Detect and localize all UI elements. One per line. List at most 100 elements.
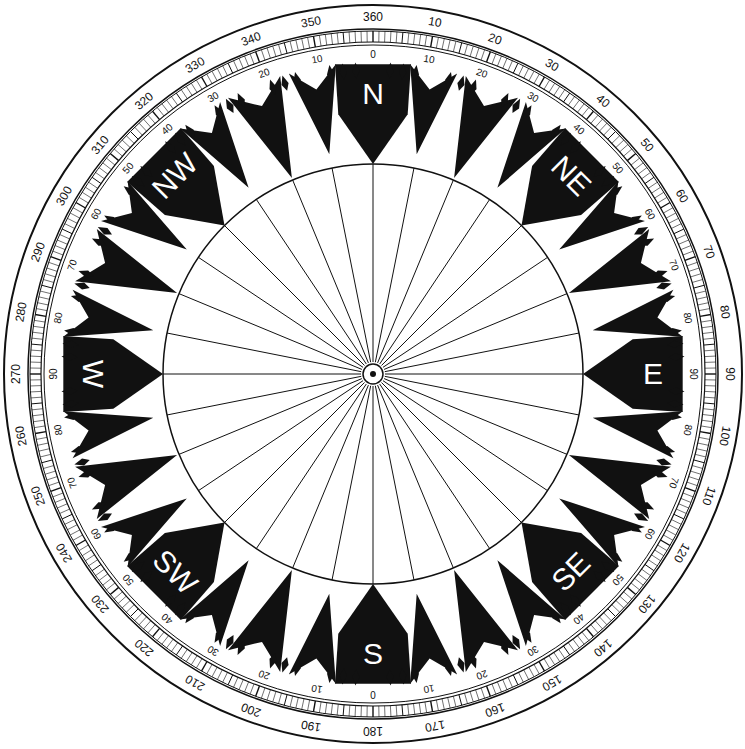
flame-mark — [294, 72, 301, 88]
quadrant-number: 80 — [52, 423, 65, 436]
rhumb-line — [225, 382, 365, 522]
degree-tick — [207, 74, 212, 84]
degree-tick — [448, 40, 450, 51]
flame-mark — [669, 387, 685, 394]
degree-tick — [704, 344, 715, 346]
degree-tick — [331, 34, 332, 45]
degree-tick — [696, 297, 707, 299]
degree-tick — [361, 706, 362, 717]
degree-tick — [36, 309, 47, 311]
degree-tick — [30, 385, 41, 386]
flame-mark — [457, 75, 464, 90]
degree-tick — [425, 35, 427, 46]
cardinal-point — [335, 64, 411, 164]
degree-tick — [106, 158, 115, 165]
quadrant-number: 20 — [475, 66, 489, 80]
flame-mark — [666, 413, 682, 420]
degree-tick — [549, 83, 555, 92]
degree-tick — [620, 144, 628, 151]
degree-tick — [35, 314, 46, 316]
flame-mark — [79, 471, 94, 478]
degree-tick — [57, 504, 67, 508]
flame-mark — [92, 502, 106, 509]
rhumb-line — [293, 180, 369, 363]
degree-tick — [284, 695, 287, 706]
degree-tick — [436, 37, 438, 48]
flame-mark — [594, 571, 606, 582]
degree-tick — [700, 432, 711, 434]
degree-tick — [705, 379, 716, 380]
degree-tick — [33, 326, 44, 328]
degree-tick — [704, 350, 715, 352]
degree-tick — [30, 362, 41, 363]
degree-tick — [401, 32, 403, 43]
rhumb-line — [167, 376, 361, 415]
degree-tick — [631, 158, 640, 165]
quadrant-number: 20 — [256, 66, 270, 80]
degree-tick — [683, 493, 693, 497]
degree-tick — [67, 218, 77, 223]
degree-tick — [308, 700, 310, 711]
rhumb-line — [256, 384, 366, 549]
quadrant-number: 30 — [525, 644, 540, 659]
flame-mark — [610, 552, 623, 562]
flame-mark — [523, 105, 531, 119]
degree-tick — [313, 701, 315, 712]
degree-tick — [591, 625, 598, 633]
degree-tick — [544, 80, 550, 89]
degree-tick — [681, 498, 691, 502]
rhumb-line — [385, 376, 579, 415]
degree-tick — [290, 696, 293, 707]
degree-tick — [99, 574, 108, 581]
degree-tick — [529, 667, 534, 677]
degree-tick — [616, 600, 624, 608]
degree-tick — [60, 509, 70, 513]
cardinal-letter: E — [643, 357, 663, 391]
degree-tick — [39, 297, 50, 299]
quadrant-number: 90 — [48, 368, 59, 379]
flame-mark — [640, 502, 654, 509]
degree-tick — [595, 621, 602, 629]
rhumb-line — [384, 294, 567, 370]
flame-mark — [501, 93, 508, 107]
degree-tick — [76, 203, 86, 209]
quadrant-number: 20 — [475, 668, 489, 682]
degree-tick — [453, 41, 456, 52]
degree-tick — [492, 684, 496, 694]
degree-tick — [635, 578, 644, 585]
quadrant-number: 30 — [205, 89, 220, 104]
degree-tick — [549, 656, 555, 665]
degree-tick — [103, 578, 112, 585]
degree-tick — [513, 675, 518, 685]
flame-mark — [412, 667, 419, 683]
degree-tick — [669, 218, 679, 223]
degree-number: 340 — [239, 28, 263, 48]
degree-tick — [57, 240, 67, 244]
flame-mark — [282, 657, 289, 672]
degree-tick — [384, 706, 385, 717]
degree-tick — [267, 690, 270, 700]
rhumb-line — [373, 386, 374, 584]
quadrant-number: 60 — [88, 526, 103, 541]
degree-tick — [690, 471, 701, 474]
degree-tick — [563, 93, 569, 102]
degree-tick — [661, 540, 671, 546]
degree-tick — [302, 38, 304, 49]
degree-tick — [36, 437, 47, 439]
degree-tick — [658, 197, 667, 203]
flame-mark — [551, 611, 561, 624]
degree-tick — [40, 454, 51, 457]
degree-tick — [118, 596, 126, 603]
rhumb-line — [332, 386, 371, 580]
degree-tick — [529, 71, 534, 81]
degree-tick — [674, 514, 684, 519]
degree-tick — [30, 368, 41, 369]
degree-tick — [513, 63, 518, 73]
degree-tick — [67, 525, 77, 530]
degree-tick — [651, 555, 660, 561]
degree-tick — [261, 50, 265, 60]
degree-tick — [591, 115, 598, 123]
degree-tick — [661, 203, 671, 209]
quadrant-number: 80 — [682, 312, 695, 325]
degree-number: 70 — [700, 243, 718, 260]
